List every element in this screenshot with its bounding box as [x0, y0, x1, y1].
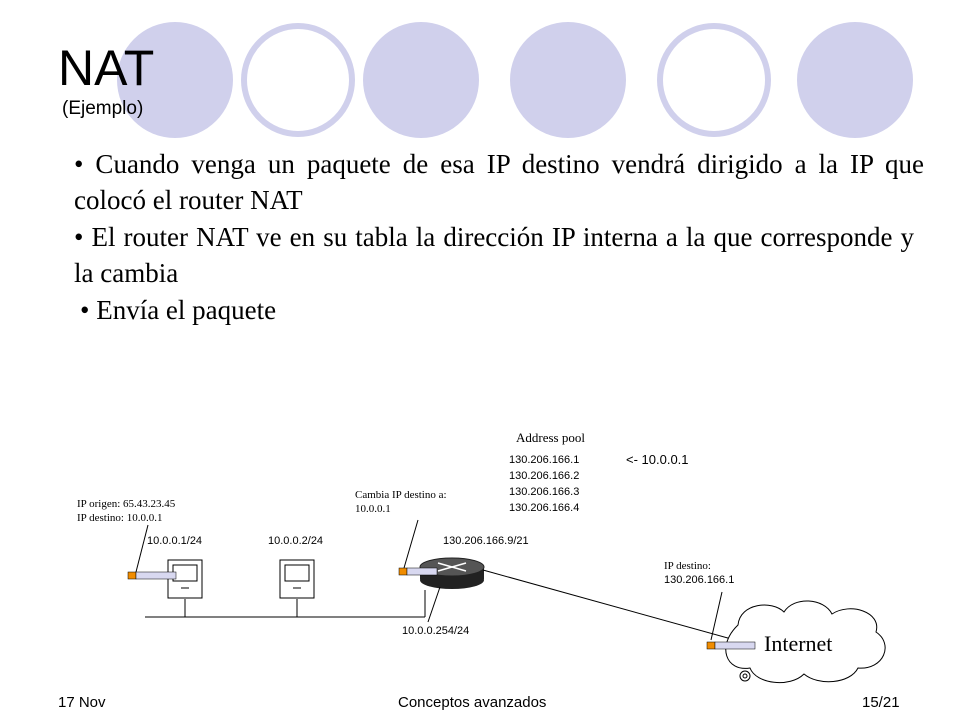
bullet-1: • Cuando venga un paquete de esa IP dest…	[74, 149, 924, 215]
decorative-circles	[117, 22, 913, 138]
packet-icon-router	[398, 567, 438, 576]
router-annotation-line-2: 10.0.0.1	[355, 503, 391, 515]
router-annotation-line-1: Cambia IP destino a:	[355, 489, 447, 501]
pointer-host1	[135, 524, 149, 573]
bullet-3: • Envía el paquete	[80, 295, 277, 325]
address-pool-label: Address pool	[516, 430, 585, 445]
footer-title: Conceptos avanzados	[398, 694, 547, 711]
host2-ip-label: 10.0.0.2/24	[268, 535, 324, 547]
router-annotation: Cambia IP destino a: 10.0.0.1	[355, 488, 447, 516]
host1-annotation-line-1: IP origen: 65.43.23.45	[77, 498, 176, 510]
internet-annotation-line-2: 130.206.166.1	[664, 574, 735, 586]
pointer-internal-ip	[427, 586, 441, 623]
host2-computer-icon	[279, 559, 315, 599]
pointer-router	[403, 519, 419, 569]
circle-filled-1	[117, 22, 233, 138]
wan-link	[482, 569, 736, 641]
address-pool-entry: 130.206.166.1	[509, 454, 580, 466]
footer-page-number: 15/21	[862, 694, 900, 711]
circle-ring-1	[241, 23, 355, 137]
pool-mapping-label: <- 10.0.0.1	[626, 452, 689, 467]
packet-icon-internet	[706, 641, 756, 650]
router-external-ip-label: 130.206.166.9/21	[443, 535, 529, 547]
internet-cloud-icon	[725, 600, 886, 684]
address-pool-entry: 130.206.166.2	[509, 470, 580, 482]
host1-ip-label: 10.0.0.1/24	[147, 535, 203, 547]
bullet-2: • El router NAT ve en su tabla la direcc…	[74, 222, 914, 288]
internet-annotation: IP destino: 130.206.166.1	[664, 559, 734, 587]
circle-filled-3	[510, 22, 626, 138]
circle-filled-4	[797, 22, 913, 138]
slide-title: NAT	[58, 40, 155, 96]
pointer-internet	[710, 591, 723, 641]
circle-filled-2	[363, 22, 479, 138]
host1-annotation-line-2: IP destino: 10.0.0.1	[77, 512, 163, 524]
address-pool-entry: 130.206.166.3	[509, 486, 580, 498]
host1-annotation: IP origen: 65.43.23.45 IP destino: 10.0.…	[77, 497, 175, 525]
address-pool-entry: 130.206.166.4	[509, 502, 580, 514]
circle-ring-2	[657, 23, 771, 137]
internet-label: Internet	[764, 631, 833, 656]
address-pool-list: 130.206.166.1 130.206.166.2 130.206.166.…	[509, 452, 579, 516]
footer-date: 17 Nov	[58, 694, 106, 711]
internet-annotation-line-1: IP destino:	[664, 560, 711, 572]
router-internal-ip-label: 10.0.0.254/24	[402, 625, 470, 637]
slide-subtitle: (Ejemplo)	[62, 98, 144, 119]
packet-icon-host1	[127, 571, 177, 580]
